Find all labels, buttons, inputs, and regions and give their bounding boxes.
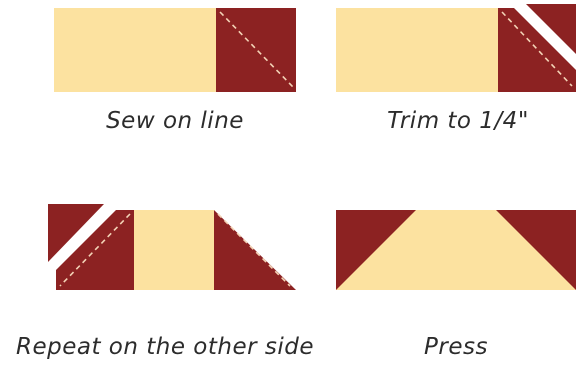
stitch-line	[501, 11, 573, 87]
trimmed-corner-triangle	[48, 204, 104, 262]
right-pressed-triangle	[496, 210, 576, 290]
step-4-press-illustration	[336, 210, 576, 290]
step-2-caption: Trim to 1/4"	[387, 108, 529, 134]
light-fabric-rectangle	[134, 210, 214, 290]
step-1-sew-on-line-illustration	[54, 8, 296, 92]
step-3-caption: Repeat on the other side	[15, 334, 315, 360]
step-2-trim-illustration	[336, 4, 576, 92]
step-1-caption: Sew on line	[106, 108, 244, 134]
light-fabric-rectangle	[54, 8, 216, 92]
stitch-line-right	[217, 213, 291, 287]
stitch-line-left	[59, 213, 131, 287]
step-4-caption: Press	[424, 334, 488, 360]
left-pressed-triangle	[336, 210, 416, 290]
dark-fabric-triangle	[498, 8, 576, 92]
light-fabric-rectangle	[336, 8, 498, 92]
step-3-repeat-illustration	[48, 204, 296, 290]
trimmed-corner-triangle	[526, 4, 576, 54]
